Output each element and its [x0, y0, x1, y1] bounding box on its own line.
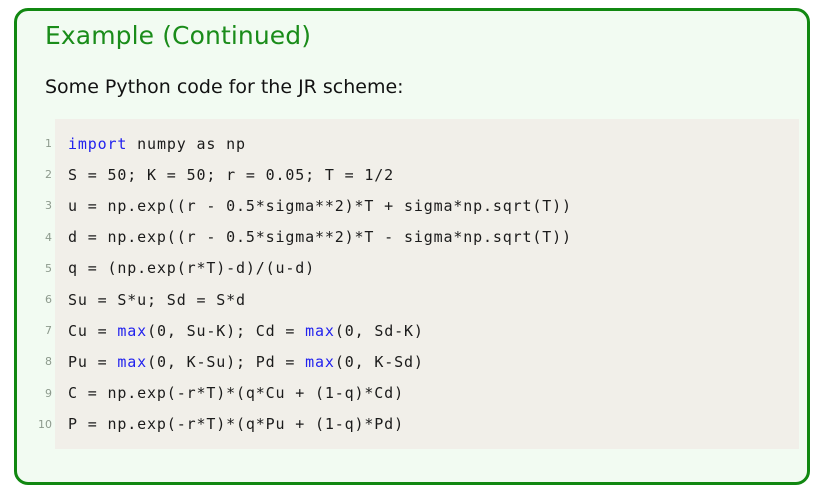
code-line-number: 8 [45, 355, 52, 369]
code-line-number: 10 [38, 417, 52, 431]
code-line-text: S = 50; K = 50; r = 0.05; T = 1/2 [55, 159, 799, 191]
code-line-text: Su = S*u; Sd = S*d [55, 283, 799, 316]
code-line-number: 1 [45, 137, 52, 151]
code-line: 10 P = np.exp(-r*T)*(q*Pu + (1-q)*Pd) [31, 408, 799, 440]
code-line-text: q = (np.exp(r*T)-d)/(u-d) [55, 252, 799, 284]
code-text: u = np.exp((r - 0.5*sigma**2)*T + sigma*… [68, 196, 572, 215]
frame-title: Example (Continued) [45, 21, 312, 50]
code-line: 9 C = np.exp(-r*T)*(q*Cu + (1-q)*Cd) [31, 377, 799, 409]
code-line-text: Cu = max(0, Su-K); Cd = max(0, Sd-K) [55, 315, 799, 347]
beamer-frame: Example (Continued) Some Python code for… [14, 8, 810, 485]
code-line-number: 7 [45, 324, 52, 338]
code-text: (0, Sd-K) [334, 321, 424, 340]
code-text: d = np.exp((r - 0.5*sigma**2)*T - sigma*… [68, 228, 572, 247]
code-text: C = np.exp(-r*T)*(q*Cu + (1-q)*Cd) [68, 384, 404, 403]
code-line-text: u = np.exp((r - 0.5*sigma**2)*T + sigma*… [55, 190, 799, 222]
code-text: (0, K-Su); Pd = [147, 352, 306, 371]
code-text: (0, Su-K); Cd = [147, 321, 306, 340]
code-keyword: max [305, 321, 335, 340]
code-text: Pu = [68, 352, 118, 371]
code-line-text: P = np.exp(-r*T)*(q*Pu + (1-q)*Pd) [55, 408, 799, 440]
code-text: P = np.exp(-r*T)*(q*Pu + (1-q)*Pd) [68, 415, 404, 434]
code-line-number: 5 [45, 261, 52, 275]
code-text: Su = S*u; Sd = S*d [68, 290, 246, 309]
code-listing-bottom-padding [55, 440, 799, 449]
code-line: 2 S = 50; K = 50; r = 0.05; T = 1/2 [31, 159, 799, 191]
code-line: 6 Su = S*u; Sd = S*d [31, 283, 799, 316]
code-text: (0, K-Sd) [334, 352, 424, 371]
code-line: 4 d = np.exp((r - 0.5*sigma**2)*T - sigma… [31, 221, 799, 253]
code-keyword: import [68, 134, 128, 153]
frame-subtitle: Some Python code for the JR scheme: [45, 76, 404, 98]
code-line-text: d = np.exp((r - 0.5*sigma**2)*T - sigma*… [55, 221, 799, 253]
code-line-text: C = np.exp(-r*T)*(q*Cu + (1-q)*Cd) [55, 377, 799, 409]
code-text: S = 50; K = 50; r = 0.05; T = 1/2 [68, 165, 395, 184]
code-keyword: max [305, 352, 335, 371]
code-line-number: 9 [45, 386, 52, 400]
code-text: numpy as np [127, 134, 246, 153]
code-text: Cu = [68, 321, 118, 340]
code-keyword: max [117, 352, 148, 371]
code-line-number: 6 [45, 293, 52, 307]
code-line: 3 u = np.exp((r - 0.5*sigma**2)*T + sigma… [31, 190, 799, 222]
code-listing-top-padding [55, 119, 799, 128]
code-line-text: import numpy as np [55, 128, 799, 160]
code-keyword: max [117, 321, 148, 340]
code-line-text: Pu = max(0, K-Su); Pd = max(0, K-Sd) [55, 346, 799, 378]
code-line-number: 3 [45, 199, 52, 213]
code-line-number: 4 [45, 230, 52, 244]
code-line: 5 q = (np.exp(r*T)-d)/(u-d) [31, 252, 799, 284]
code-text: q = (np.exp(r*T)-d)/(u-d) [68, 259, 316, 278]
code-line-number: 2 [45, 168, 52, 182]
